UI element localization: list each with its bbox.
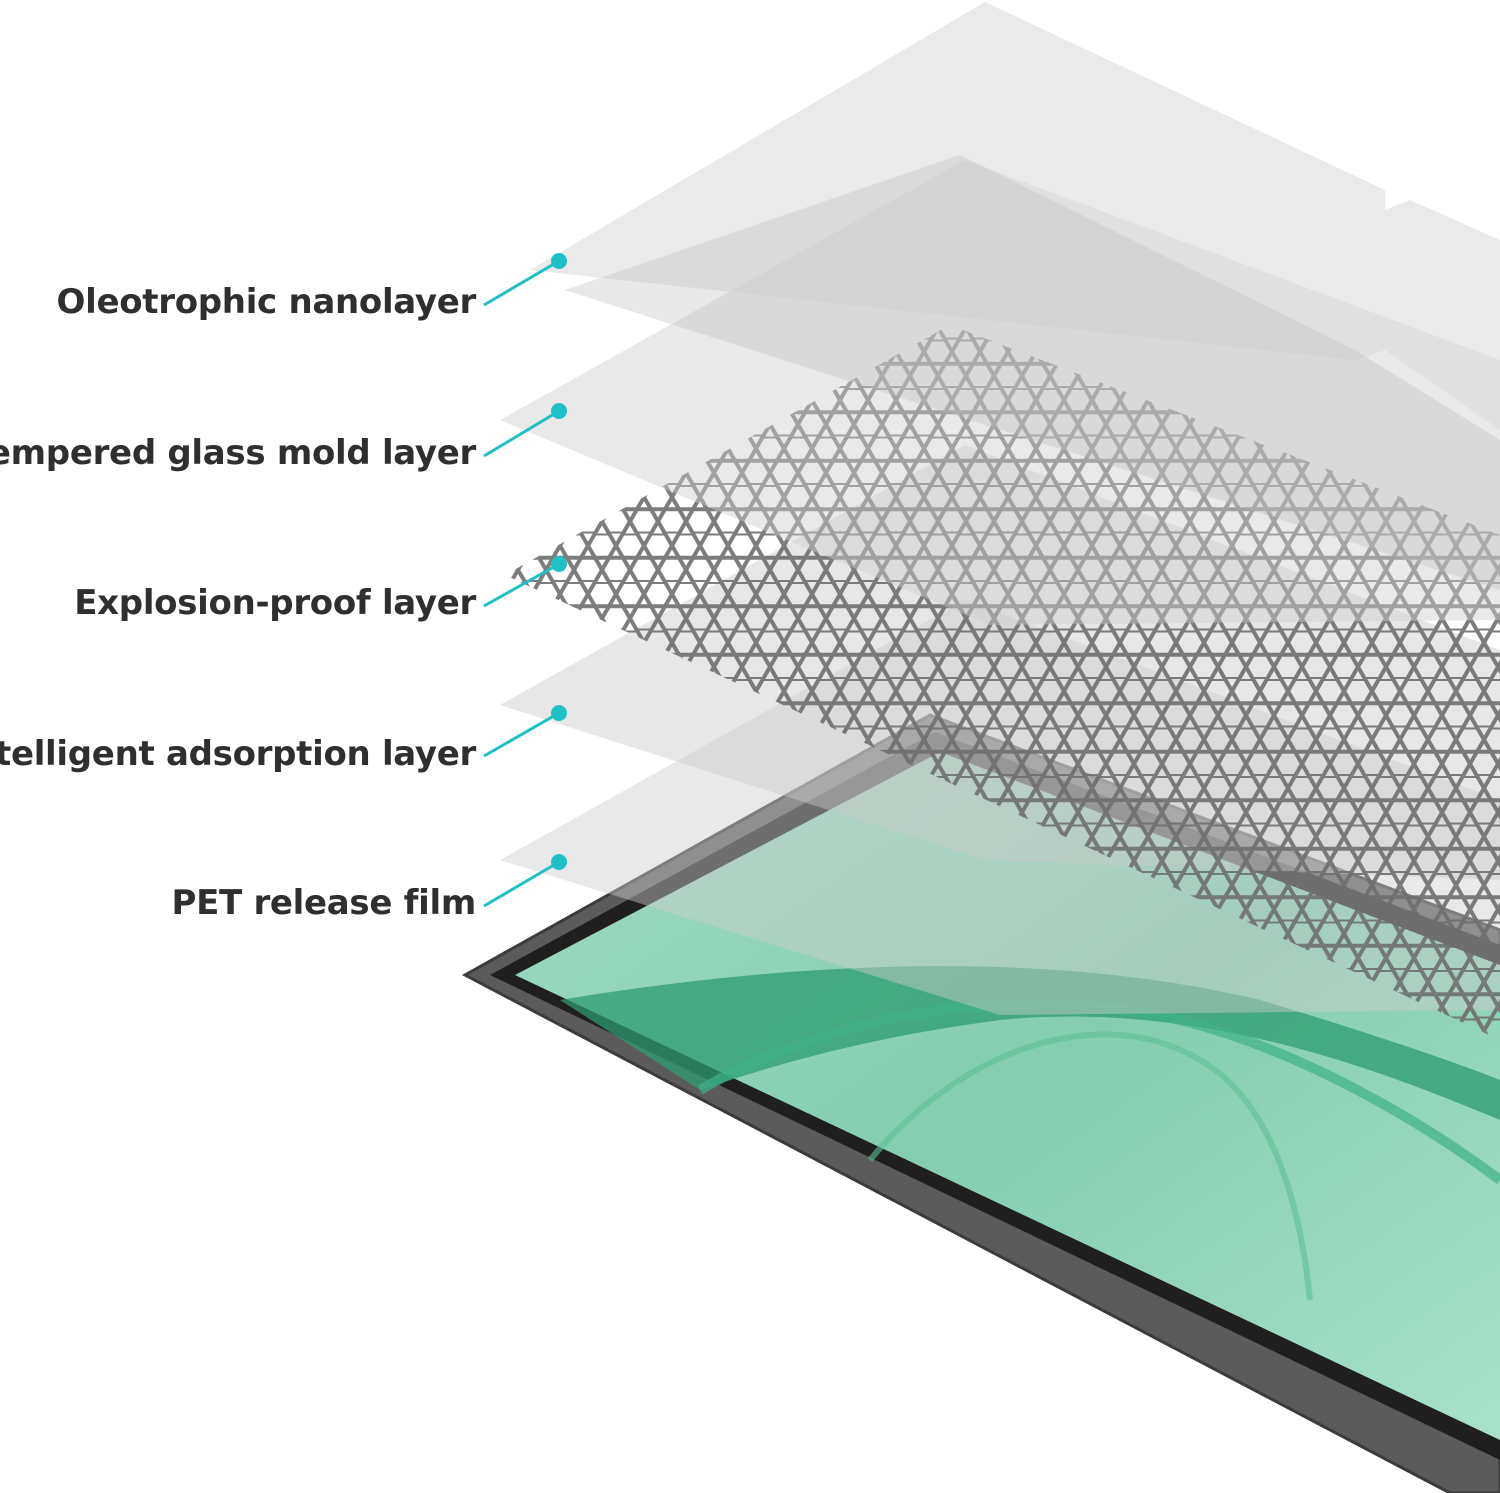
callout-tempered <box>483 403 567 458</box>
screen-arc <box>867 1031 1313 1301</box>
callout-oleotrophic <box>483 253 567 307</box>
label-oleotrophic-nanolayer: Oleotrophic nanolayer <box>56 282 477 322</box>
callouts <box>483 253 567 908</box>
screen-wave-line <box>697 999 1500 1185</box>
screen-wave <box>560 966 1500 1120</box>
oleotrophic-sheet <box>530 2 1500 430</box>
callout-adsorption <box>483 705 567 758</box>
label-pet-release-film: PET release film <box>171 883 476 923</box>
label-intelligent-adsorption-layer: Intelligent adsorption layer <box>0 734 476 774</box>
callout-explosion <box>483 556 567 608</box>
oleotrophic-inner <box>565 155 1500 590</box>
callout-pet <box>483 854 567 908</box>
honeycomb-sheet <box>505 325 1500 1040</box>
label-explosion-proof-layer: Explosion-proof layer <box>74 583 476 623</box>
label-tempered-glass-mold-layer: Tempered glass mold layer <box>0 433 476 473</box>
